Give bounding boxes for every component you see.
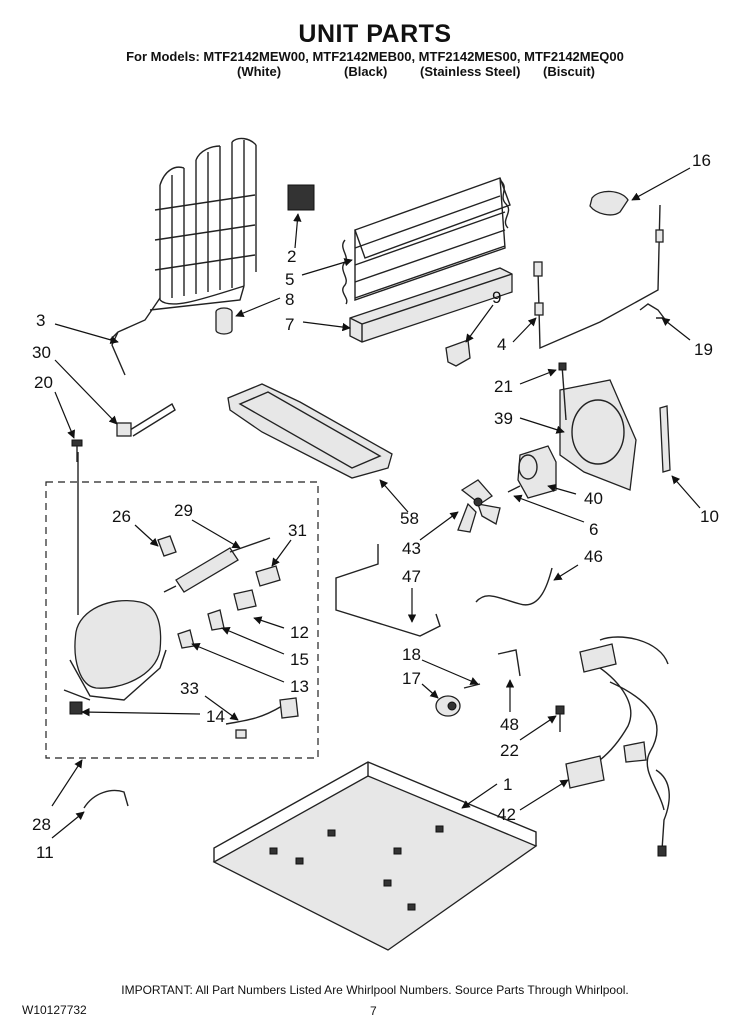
callout-21: 21 [494,377,513,396]
pad-part [287,184,315,211]
callout-19: 19 [694,340,713,359]
callout-4: 4 [497,335,506,354]
compressor [63,452,167,715]
callout-2: 2 [287,247,296,266]
callout-1: 1 [503,775,512,794]
clip-15 [207,609,225,631]
callout-28: 28 [32,815,51,834]
callout-26: 26 [112,507,131,526]
callout-20: 20 [34,373,53,392]
condenser-coil [109,137,257,376]
callout-labels: 16 2 5 8 9 7 3 4 19 30 21 20 39 10 40 6 … [32,151,719,862]
callout-33: 33 [180,679,199,698]
filter-drier [163,537,271,593]
screw-18 [463,683,481,689]
fan-motor [507,445,557,499]
sensor-wire [533,204,664,350]
callout-15: 15 [290,650,309,669]
clip-part [445,339,471,367]
callout-10: 10 [700,507,719,526]
color-label-white: (White) [237,64,282,79]
grommet-26 [157,535,177,557]
callout-18: 18 [402,645,421,664]
screw-20 [71,439,83,462]
compressor-group-box [45,481,319,759]
callout-39: 39 [494,409,513,428]
color-label-black: (Black) [344,64,388,79]
cover-13 [177,629,195,649]
callout-11: 11 [36,843,54,862]
tube-47 [335,544,441,637]
callout-30: 30 [32,343,51,362]
fan-bracket [558,362,637,491]
leader-lines [51,167,701,839]
callout-3: 3 [36,311,45,330]
wire-harness-33 [225,697,299,739]
callout-47: 47 [402,567,421,586]
gasket-strip [659,405,671,473]
callout-29: 29 [174,501,193,520]
fan-blade [457,479,501,533]
callout-17: 17 [402,669,421,688]
callout-40: 40 [584,489,603,508]
callout-13: 13 [290,677,309,696]
relay-31 [255,565,281,587]
tube-48 [497,649,521,677]
callout-7: 7 [285,315,294,334]
cable-tie [116,403,176,437]
callout-48: 48 [500,715,519,734]
callout-9: 9 [492,288,501,307]
callout-8: 8 [285,290,294,309]
callout-16: 16 [692,151,711,170]
page-title: UNIT PARTS [298,20,452,48]
callout-46: 46 [584,547,603,566]
base-pan [212,761,538,951]
color-label-stainless: (Stainless Steel) [420,64,521,79]
model-list: For Models: MTF2142MEW00, MTF2142MEB00, … [126,49,624,64]
screw-22 [555,705,565,732]
evaporator [342,177,511,305]
color-label-biscuit: (Biscuit) [543,64,595,79]
overload-12 [233,589,257,611]
cover-part [589,190,629,216]
callout-42: 42 [497,805,516,824]
clip-19 [639,303,666,319]
clip-11 [83,789,129,809]
bushing-part [215,307,233,335]
roller-17 [435,695,461,717]
callout-22: 22 [500,741,519,760]
document-number: W10127732 [22,1003,87,1017]
callout-6: 6 [589,520,598,539]
drain-pan [227,383,393,479]
drain-trough [349,267,513,343]
callout-14: 14 [206,707,225,726]
callout-12: 12 [290,623,309,642]
page-number: 7 [370,1004,377,1018]
important-note: IMPORTANT: All Part Numbers Listed Are W… [121,983,629,997]
callout-31: 31 [288,521,307,540]
callout-43: 43 [402,539,421,558]
callout-5: 5 [285,270,294,289]
callout-58: 58 [400,509,419,528]
wire-harness-42 [565,636,670,857]
tube-46 [475,567,553,606]
